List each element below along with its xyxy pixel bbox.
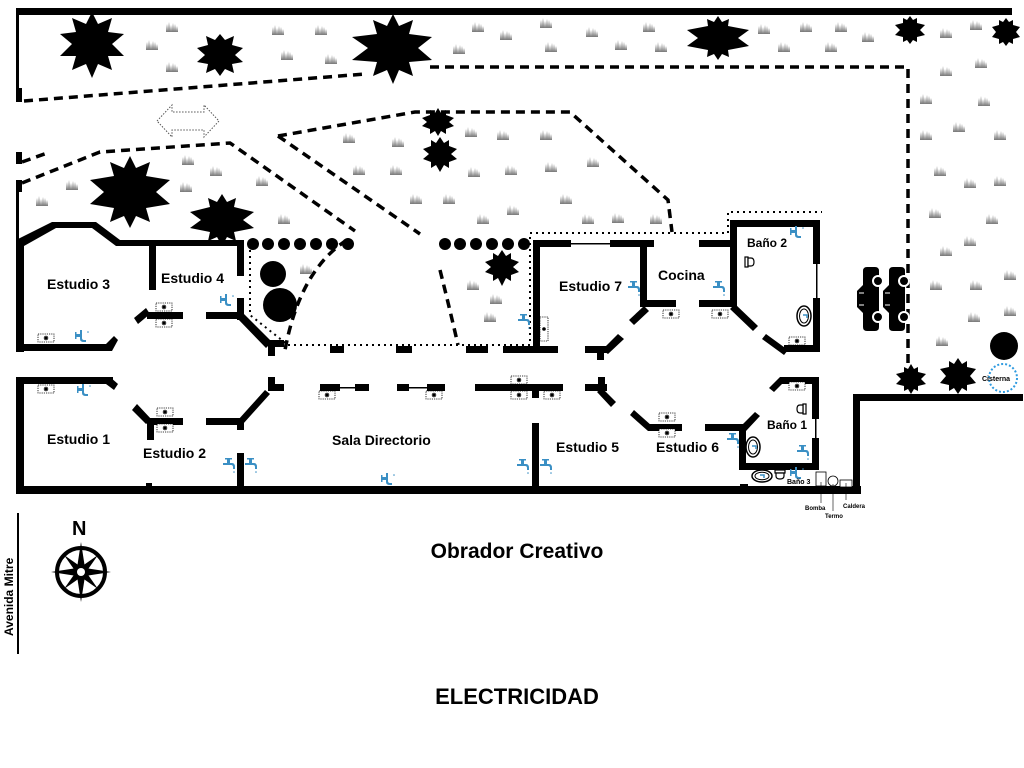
street-name: Avenida Mitre: [2, 557, 16, 636]
room-estudio-3: Estudio 3: [47, 276, 110, 292]
light-fixture-icon: [711, 309, 729, 319]
car-icon: [856, 266, 884, 332]
room-labels: Estudio 3 Estudio 4 Estudio 1 Estudio 2 …: [47, 236, 810, 486]
light-fixture-icon: [37, 333, 55, 343]
faucet-icon: [713, 281, 725, 296]
light-fixture-icon: [156, 423, 174, 433]
faucet-icon: [540, 459, 552, 474]
tree-icon: [423, 137, 457, 172]
tree-icon: [485, 250, 519, 286]
north-label: N: [72, 518, 86, 540]
faucet-icon: [245, 458, 257, 473]
trees: [60, 12, 1020, 394]
tree-icon: [896, 364, 926, 394]
light-fixture-icon: [662, 309, 680, 319]
compass: N: [51, 518, 111, 602]
sink-icon: [751, 469, 773, 483]
faucet-icon: [517, 459, 529, 474]
cisterna-icon: [988, 363, 1018, 393]
car-icon: [882, 266, 910, 332]
plan-type-title: ELECTRICIDAD: [435, 684, 599, 709]
room-bano-3: Baño 3: [787, 479, 810, 486]
tree-icon: [90, 156, 170, 228]
light-fixture-icon: [539, 316, 549, 342]
room-estudio-7: Estudio 7: [559, 278, 622, 294]
light-fixture-icon: [510, 390, 528, 400]
toilet-icon: [774, 469, 786, 480]
tree-icon: [197, 34, 243, 76]
room-estudio-1: Estudio 1: [47, 431, 110, 447]
hedge: [247, 238, 530, 250]
room-sala-directorio: Sala Directorio: [332, 432, 431, 448]
sink-icon: [796, 305, 812, 327]
light-fixture-icon: [658, 412, 676, 422]
faucet-icon: [220, 294, 234, 306]
faucet-icon: [75, 330, 89, 342]
faucet-icon: [727, 433, 739, 448]
light-fixture-icon: [155, 318, 173, 328]
light-fixture-icon: [318, 390, 336, 400]
tree-icon: [263, 288, 297, 322]
tree-icon: [940, 358, 976, 394]
faucet-icon: [77, 384, 91, 396]
faucet-icon: [381, 473, 395, 485]
termo-label: Termo: [825, 514, 843, 520]
tree-icon: [60, 12, 124, 78]
light-fixtures: [37, 302, 806, 438]
street: Avenida Mitre: [2, 513, 19, 654]
room-bano-2: Baño 2: [747, 236, 787, 250]
caldera-label: Caldera: [843, 504, 866, 510]
site-boundary: [16, 8, 1012, 250]
project-title: Obrador Creativo: [430, 540, 604, 563]
tree-icon: [992, 18, 1020, 46]
light-fixture-icon: [510, 375, 528, 385]
cisterna-label: Cisterna: [982, 376, 1010, 383]
bomba-label: Bomba: [805, 506, 826, 512]
toilet-icon: [744, 256, 755, 268]
room-cocina: Cocina: [658, 267, 705, 283]
room-estudio-6: Estudio 6: [656, 439, 719, 455]
tree-icon: [990, 332, 1018, 360]
tree-icon: [352, 14, 432, 84]
faucet-icon: [797, 445, 809, 460]
faucet-icon: [790, 226, 804, 238]
building-walls: [16, 220, 1023, 494]
light-fixture-icon: [156, 407, 174, 417]
light-fixture-icon: [788, 381, 806, 391]
faucet-icon: [518, 314, 530, 329]
compass-rose-icon: [51, 542, 111, 602]
faucet-icon: [628, 281, 640, 296]
tree-icon: [687, 16, 749, 60]
light-fixture-icon: [543, 390, 561, 400]
light-fixture-icon: [425, 390, 443, 400]
room-estudio-2: Estudio 2: [143, 445, 206, 461]
light-fixture-icon: [37, 384, 55, 394]
faucet-icon: [223, 458, 235, 473]
utilities: Bomba Termo Caldera Cisterna: [805, 363, 1018, 520]
light-fixture-icon: [788, 336, 806, 346]
sink-icon: [745, 436, 761, 458]
light-fixture-icon: [155, 302, 173, 312]
light-fixture-icon: [658, 428, 676, 438]
garden-paths: [21, 65, 910, 378]
parking: [856, 266, 910, 332]
room-estudio-5: Estudio 5: [556, 439, 619, 455]
room-bano-1: Baño 1: [767, 418, 807, 432]
tree-icon: [422, 108, 454, 136]
tree-icon: [260, 261, 286, 287]
toilet-icon: [796, 403, 807, 415]
tree-icon: [190, 194, 254, 246]
tree-icon: [895, 16, 925, 44]
double-arrow-icon: [156, 103, 220, 139]
room-estudio-4: Estudio 4: [161, 270, 224, 286]
